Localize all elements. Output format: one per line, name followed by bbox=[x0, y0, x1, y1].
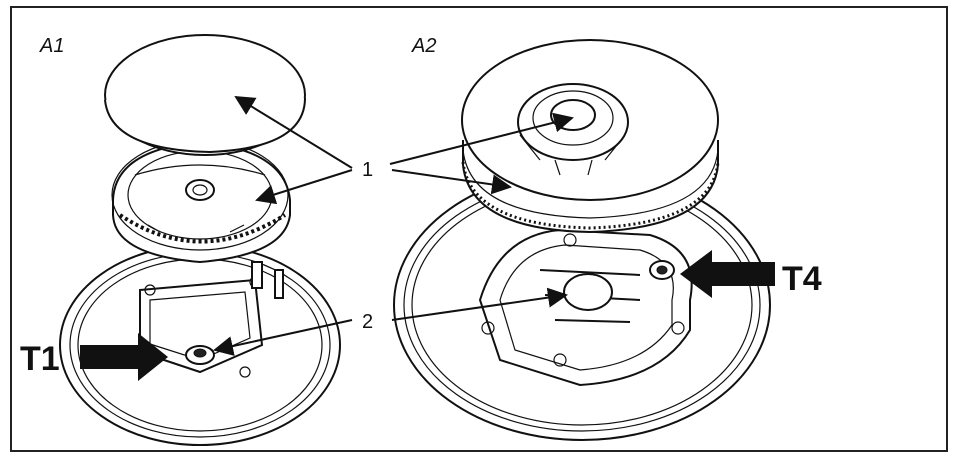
label-a2: A2 bbox=[411, 35, 436, 57]
diagram-frame bbox=[10, 6, 948, 452]
burner-a2 bbox=[393, 39, 771, 441]
a1-injector-nozzle bbox=[185, 345, 215, 365]
a1-burner-head bbox=[111, 139, 291, 264]
burner-a1 bbox=[59, 34, 341, 446]
callout-1-lines bbox=[234, 95, 574, 205]
label-callout-2: 2 bbox=[362, 311, 373, 333]
a2-injector-nozzle bbox=[649, 260, 675, 280]
t1-arrow bbox=[80, 333, 168, 381]
t4-arrow bbox=[680, 250, 775, 298]
a1-burner-cap bbox=[104, 34, 306, 156]
label-t4: T4 bbox=[782, 260, 822, 298]
callout-2-lines bbox=[213, 287, 568, 356]
label-callout-1: 1 bbox=[362, 159, 373, 181]
label-a1: A1 bbox=[39, 35, 64, 57]
label-t1: T1 bbox=[20, 340, 60, 378]
a2-base-casting bbox=[478, 228, 693, 387]
a1-electrode bbox=[251, 261, 284, 299]
